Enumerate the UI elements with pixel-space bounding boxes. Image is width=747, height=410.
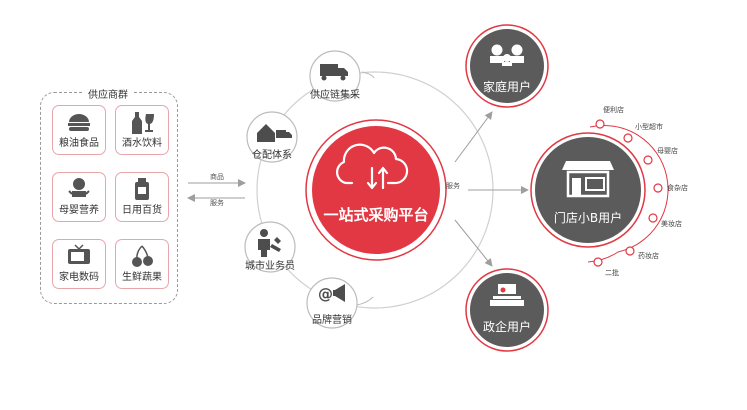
satellite-warehouse[interactable]: [246, 111, 298, 163]
gov-circle[interactable]: [465, 268, 549, 352]
truck-icon: [320, 64, 348, 76]
gov-label: 政企用户: [482, 320, 531, 334]
store-dot: [648, 213, 658, 223]
salesman-icon: [258, 229, 281, 257]
satellite-brand-label: 品牌营销: [312, 315, 352, 326]
store-type-label: 食杂店: [667, 184, 688, 192]
bottle-glass-icon: [132, 112, 154, 134]
store-dot: [643, 155, 653, 165]
store-dot: [625, 246, 635, 256]
store-type-label: 便利店: [603, 106, 624, 114]
supplier-card-electronics[interactable]: 家电数码: [52, 239, 106, 289]
store-circle[interactable]: [530, 132, 646, 248]
at-icon: @: [318, 285, 333, 303]
jar-icon: [135, 178, 149, 200]
store-label: 门店小B用户: [553, 211, 623, 225]
satellite-brand[interactable]: @: [306, 277, 358, 329]
supplier-card-grain[interactable]: 粮油食品: [52, 105, 106, 155]
store-dot: [623, 133, 633, 143]
flow-top-label: 商品: [210, 173, 224, 181]
cherry-icon: [132, 245, 153, 267]
tv-icon: [68, 244, 90, 264]
baby-icon: [68, 178, 90, 197]
supplier-group-title: 供应商群: [84, 86, 132, 101]
supplier-card-daily[interactable]: 日用百货: [115, 172, 169, 222]
satellite-brand-arc: [356, 296, 374, 306]
store-type-label: 美妆店: [661, 220, 682, 228]
satellite-supply[interactable]: [309, 50, 361, 102]
family-circle[interactable]: [465, 24, 549, 108]
platform-label: 一站式采购平台: [323, 206, 429, 224]
store-type-label: 二批: [605, 269, 619, 277]
store-dot: [593, 257, 603, 267]
megaphone-icon: [333, 284, 345, 302]
supplier-card-label: 生鲜蔬果: [122, 272, 162, 283]
supplier-card-baby[interactable]: 母婴营养: [52, 172, 106, 222]
satellite-warehouse-label: 仓配体系: [252, 150, 292, 161]
flow-bottom-label: 服务: [210, 199, 224, 207]
satellite-supply-label: 供应链集采: [310, 90, 360, 101]
supplier-card-label: 粮油食品: [59, 138, 99, 149]
office-icon: [490, 284, 524, 306]
store-dot: [595, 119, 605, 129]
family-icon: [490, 44, 524, 66]
family-label: 家庭用户: [482, 80, 531, 94]
supplier-card-fresh[interactable]: 生鲜蔬果: [115, 239, 169, 289]
store-type-label: 母婴店: [657, 147, 678, 155]
supplier-card-label: 家电数码: [59, 272, 99, 283]
service-flow-label: 服务: [446, 182, 460, 190]
supplier-card-label: 酒水饮料: [122, 138, 162, 149]
satellite-supply-arc: [361, 71, 375, 79]
supplier-card-label: 母婴营养: [59, 205, 99, 216]
burger-icon: [68, 114, 90, 131]
supplier-card-label: 日用百货: [122, 205, 162, 216]
satellite-salesman[interactable]: [244, 221, 296, 273]
arrow-to-gov: [454, 219, 493, 267]
warehouse-truck-icon: [257, 124, 292, 142]
arrow-to-family: [454, 111, 493, 163]
satellite-salesman-label: 城市业务员: [245, 261, 295, 272]
store-type-label: 小型超市: [635, 123, 663, 131]
cloud-exchange-icon: [336, 143, 409, 190]
supplier-card-drinks[interactable]: 酒水饮料: [115, 105, 169, 155]
store-type-label: 药妆店: [638, 252, 659, 260]
platform-ring: [305, 119, 447, 261]
platform-circle: [312, 126, 440, 254]
store-dot: [653, 183, 663, 193]
store-types-arc: [587, 124, 669, 263]
storefront-icon: [562, 161, 614, 198]
